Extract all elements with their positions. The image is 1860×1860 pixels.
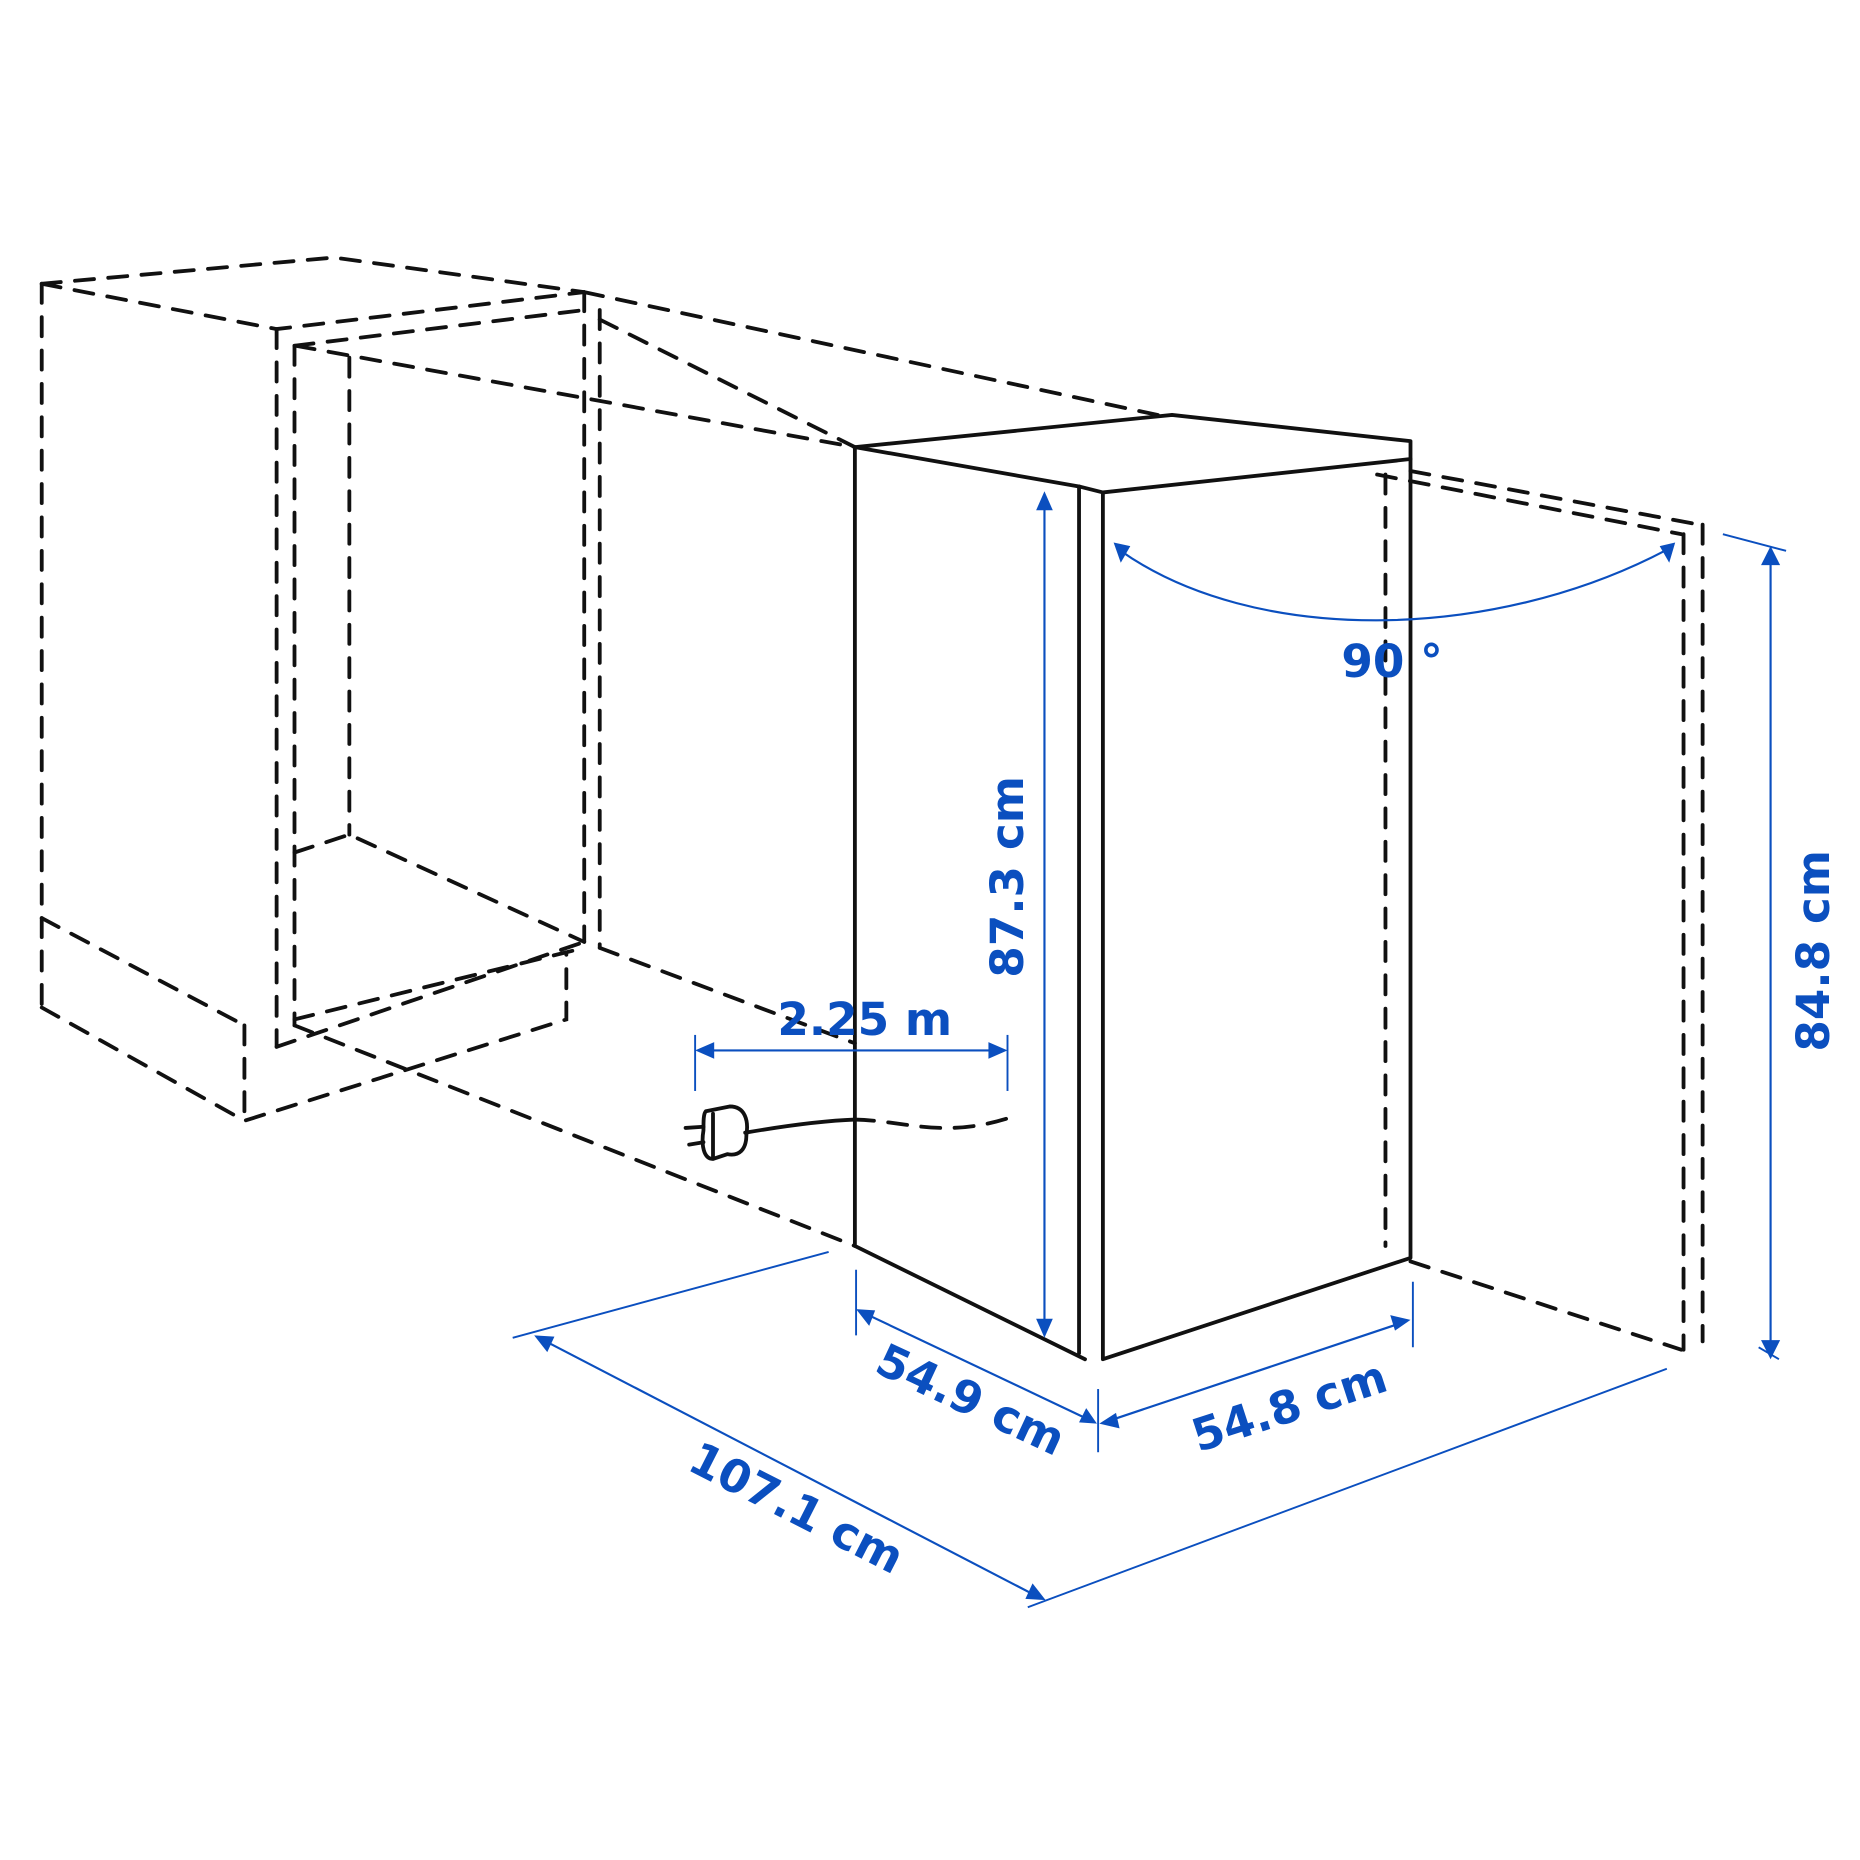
- dimension-cord-length: [694, 1034, 1009, 1091]
- label-door-angle: 90 °: [1341, 635, 1442, 688]
- label-appliance-height: 87.3 cm: [981, 776, 1034, 978]
- label-depth-door-open: 107.1 cm: [681, 1432, 913, 1585]
- niche-wall-outline: [1375, 469, 1705, 1352]
- dimension-depth: [855, 1269, 1100, 1453]
- dimension-width: [1099, 1281, 1414, 1429]
- dimension-door-angle: [1113, 542, 1676, 622]
- adjacent-cabinet-outline: [39, 255, 1171, 1248]
- power-plug-icon: [683, 1104, 1010, 1161]
- label-cord-length: 2.25 m: [777, 993, 952, 1046]
- dimension-depth-door-open: [512, 1251, 1668, 1609]
- label-niche-height: 84.8 cm: [1787, 850, 1840, 1052]
- dimension-niche-height: [1722, 533, 1787, 1361]
- label-depth: 54.9 cm: [868, 1333, 1073, 1466]
- refrigerator-body: [852, 413, 1413, 1362]
- label-width: 54.8 cm: [1185, 1350, 1393, 1463]
- dimension-appliance-height: [1036, 491, 1053, 1338]
